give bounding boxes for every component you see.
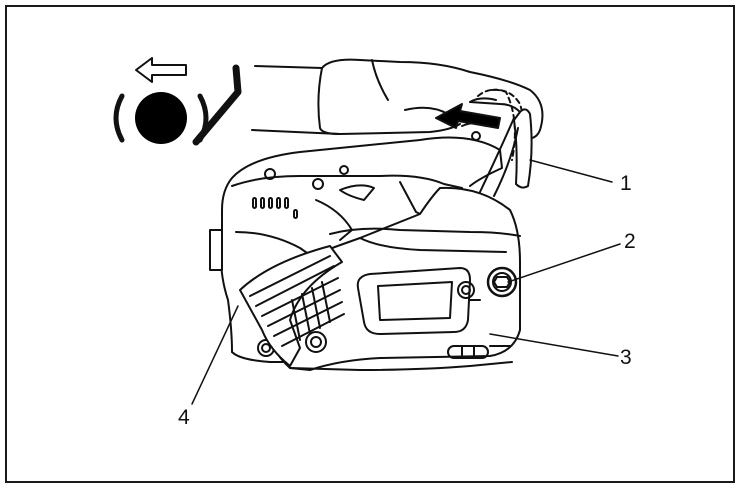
- bar-nut: [486, 266, 518, 298]
- callout-4: 4: [178, 406, 190, 429]
- leader-lines: [191, 159, 621, 405]
- callout-1: 1: [620, 172, 632, 195]
- brake-lever-icon: [192, 64, 242, 146]
- vent-slots: [252, 197, 298, 219]
- motion-arrow: [435, 103, 501, 129]
- base-outline: [289, 361, 513, 371]
- starter-grille: [239, 245, 345, 367]
- left-arrow-icon: [135, 57, 187, 83]
- callout-3: 3: [620, 346, 632, 369]
- chain-brake-symbol-icon: [113, 92, 209, 144]
- callout-2: 2: [624, 230, 636, 253]
- front-hand-guard: [479, 108, 533, 197]
- body-left: [209, 229, 321, 363]
